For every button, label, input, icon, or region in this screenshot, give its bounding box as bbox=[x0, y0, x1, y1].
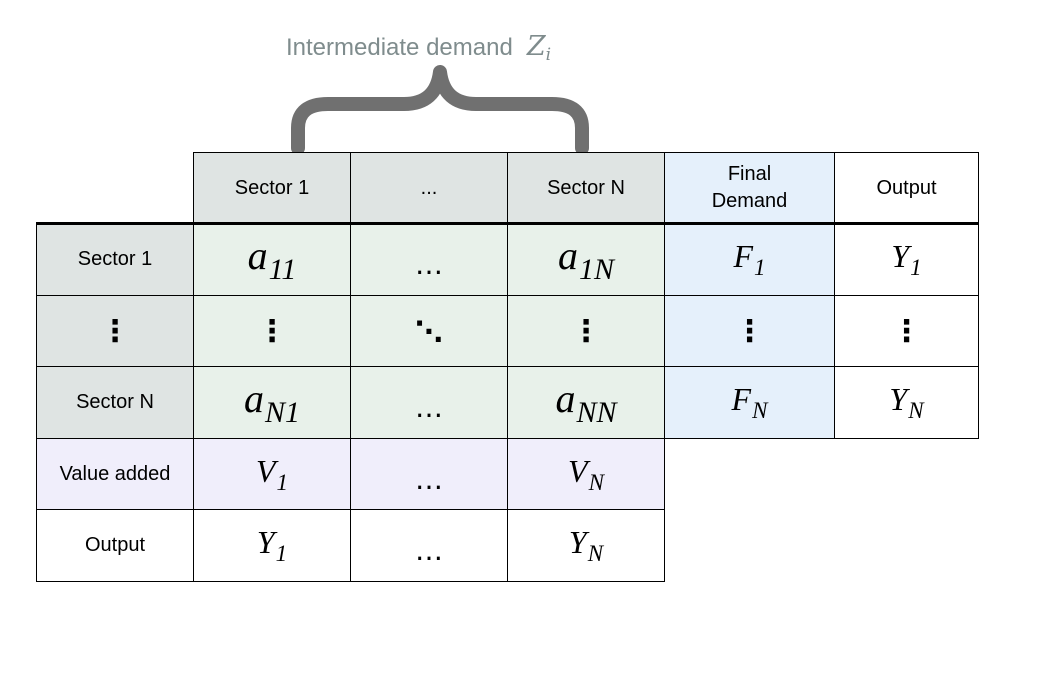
symbol-base: a bbox=[243, 376, 264, 421]
diagram-title: Intermediate demand Zi bbox=[286, 30, 552, 65]
table-cell: aNN bbox=[507, 366, 665, 439]
symbol-base: Y bbox=[889, 381, 908, 417]
row-header-label: Sector N bbox=[76, 391, 154, 413]
symbol-base: F bbox=[731, 381, 752, 417]
vertical-ellipsis-symbol: ⋮ bbox=[571, 313, 601, 349]
symbol-base: Y bbox=[891, 238, 910, 274]
table-cell: ⋮ bbox=[193, 295, 351, 367]
math-symbol: Y1 bbox=[257, 524, 287, 567]
table-cell: … bbox=[350, 366, 508, 439]
symbol-subscript: N bbox=[908, 398, 924, 423]
table-cell: … bbox=[350, 438, 508, 510]
row-header-label: Value added bbox=[59, 462, 171, 485]
table-cell: aN1 bbox=[193, 366, 351, 439]
symbol-subscript: 1 bbox=[754, 255, 766, 280]
column-header-label: Sector N bbox=[547, 176, 625, 199]
table-cell: a1N bbox=[507, 223, 665, 296]
title-symbol-base: Z bbox=[526, 31, 546, 62]
symbol-subscript: N bbox=[588, 469, 604, 495]
table-cell: ⋮ bbox=[834, 295, 979, 367]
symbol-subscript: 1 bbox=[275, 541, 288, 566]
row-header: Value added bbox=[36, 438, 194, 510]
column-header: Sector N bbox=[507, 152, 665, 224]
column-header: Sector 1 bbox=[193, 152, 351, 224]
symbol-subscript: 1N bbox=[578, 253, 614, 286]
table-cell: Y1 bbox=[834, 223, 979, 296]
row-header: Sector N bbox=[36, 366, 194, 439]
table-cell: F1 bbox=[664, 223, 835, 296]
math-symbol: F1 bbox=[733, 238, 765, 281]
header-divider-rule bbox=[36, 222, 979, 225]
row-header-label: ⋮ bbox=[100, 313, 130, 349]
column-header-label: Final Demand bbox=[711, 163, 788, 212]
column-header: ... bbox=[350, 152, 508, 224]
diagonal-ellipsis-symbol: ⋱ bbox=[415, 314, 443, 348]
symbol-subscript: N bbox=[587, 541, 604, 566]
ellipsis-symbol: … bbox=[415, 391, 443, 424]
symbol-subscript: NN bbox=[576, 396, 617, 429]
column-header: Output bbox=[834, 152, 979, 224]
math-symbol: YN bbox=[889, 381, 923, 424]
symbol-base: V bbox=[255, 452, 276, 489]
symbol-subscript: 11 bbox=[268, 253, 297, 286]
math-symbol: FN bbox=[732, 381, 768, 424]
math-symbol: YN bbox=[569, 524, 603, 567]
table-cell: a11 bbox=[193, 223, 351, 296]
column-header-label: ... bbox=[420, 176, 438, 199]
symbol-base: a bbox=[555, 376, 576, 421]
symbol-base: F bbox=[733, 238, 754, 274]
math-symbol: V1 bbox=[256, 453, 288, 496]
ellipsis-symbol: … bbox=[415, 248, 443, 281]
column-header-label: Output bbox=[876, 176, 937, 199]
vertical-ellipsis-symbol: ⋮ bbox=[257, 313, 287, 349]
curly-brace-icon bbox=[291, 65, 589, 155]
table-cell: ⋱ bbox=[350, 295, 508, 367]
table-cell: … bbox=[350, 509, 508, 582]
symbol-base: a bbox=[557, 233, 578, 278]
table-cell: ⋮ bbox=[507, 295, 665, 367]
table-cell: … bbox=[350, 223, 508, 296]
symbol-base: Y bbox=[256, 524, 275, 560]
math-symbol: aN1 bbox=[244, 375, 300, 430]
title-symbol: Zi bbox=[526, 31, 552, 65]
symbol-base: Y bbox=[568, 524, 587, 560]
symbol-base: a bbox=[247, 233, 268, 278]
math-symbol: VN bbox=[568, 453, 604, 496]
math-symbol: Y1 bbox=[891, 238, 921, 281]
column-header-label: Sector 1 bbox=[234, 176, 310, 199]
row-header-label: Sector 1 bbox=[77, 248, 153, 270]
table-cell: Y1 bbox=[193, 509, 351, 582]
table-cell: VN bbox=[507, 438, 665, 510]
vertical-ellipsis-symbol: ⋮ bbox=[734, 313, 765, 349]
title-text: Intermediate demand bbox=[286, 34, 513, 61]
symbol-base: V bbox=[568, 452, 588, 489]
row-header: Output bbox=[36, 509, 194, 582]
table-cell: YN bbox=[507, 509, 665, 582]
brace-path bbox=[291, 65, 589, 155]
math-symbol: aNN bbox=[555, 375, 616, 430]
table-cell: FN bbox=[664, 366, 835, 439]
row-header-label: Output bbox=[84, 534, 146, 556]
vertical-ellipsis-symbol: ⋮ bbox=[891, 313, 922, 349]
math-symbol: a1N bbox=[558, 232, 614, 287]
symbol-subscript: N1 bbox=[264, 396, 300, 429]
symbol-subscript: 1 bbox=[276, 469, 289, 495]
table-cell: ⋮ bbox=[664, 295, 835, 367]
symbol-subscript: N bbox=[752, 398, 768, 423]
title-symbol-sub: i bbox=[545, 45, 552, 65]
table-cell: YN bbox=[834, 366, 979, 439]
math-symbol: a11 bbox=[248, 232, 297, 287]
ellipsis-symbol: … bbox=[415, 534, 443, 567]
column-header: Final Demand bbox=[664, 152, 835, 224]
symbol-subscript: 1 bbox=[910, 255, 922, 280]
row-header: Sector 1 bbox=[36, 223, 194, 296]
row-header: ⋮ bbox=[36, 295, 194, 367]
ellipsis-symbol: … bbox=[415, 462, 443, 496]
table-cell: V1 bbox=[193, 438, 351, 510]
